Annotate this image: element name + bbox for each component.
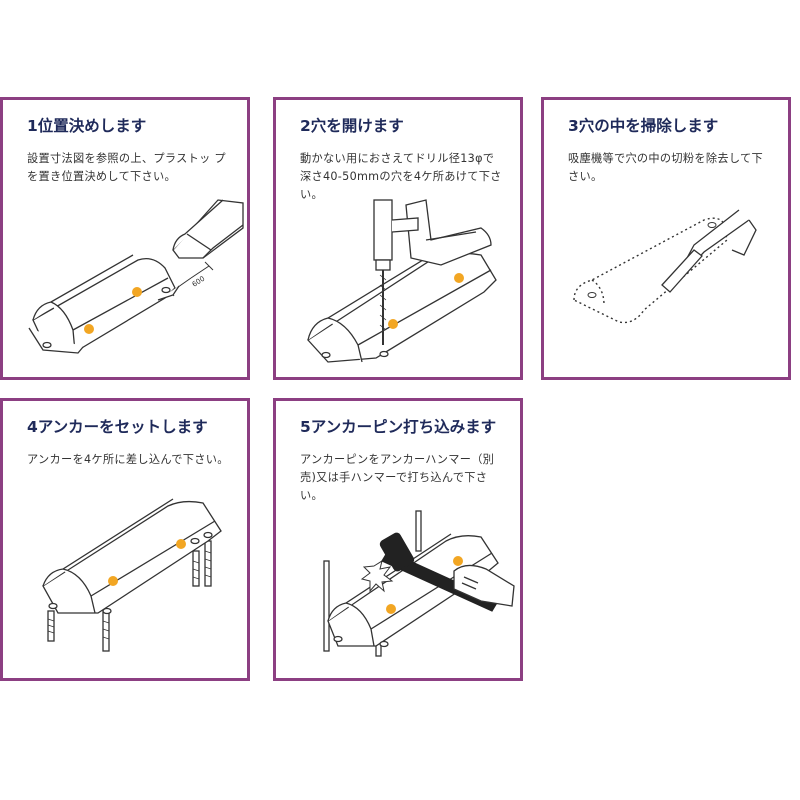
step-3-panel: 3穴の中を掃除します 吸塵機等で穴の中の切粉を除去して下さい。 [541,97,791,380]
vacuum-nozzle [661,209,757,293]
step-4-description: アンカーを4ケ所に差し込んで下さい。 [27,453,229,466]
drill [373,199,419,345]
step-5-panel: 5アンカーピン打ち込みます アンカーピンをアンカーハンマー（別売)又は手ハンマー… [273,398,523,681]
step-3-title: 3穴の中を掃除します [568,117,719,135]
hole-marker [453,556,463,566]
impact-burst [360,559,394,593]
hole-marker [388,319,398,329]
step-5-title: 5アンカーピン打ち込みます [300,418,497,436]
step-4-title: 4アンカーをセットします [27,418,208,436]
step-5-illustration [323,510,515,657]
step-3-illustration [573,209,757,324]
step-1-title: 1位置決めします [27,117,147,135]
step-1-panel: 1位置決めします 設置寸法図を参照の上、プラストッ プを置き位置決めして下さい。… [0,97,250,380]
step-4-illustration [42,498,222,652]
far-stopper [172,199,244,259]
foot [405,199,492,266]
step-2-description: 動かない用におさえてドリル径13φで深さ40-50mmの穴を4ケ所あけて下さい。 [300,152,502,201]
step-1-description: 設置寸法図を参照の上、プラストッ プを置き位置決めして下さい。 [27,152,226,183]
step-3-description: 吸塵機等で穴の中の切粉を除去して下さい。 [568,152,763,183]
hand [453,564,515,607]
hole [707,222,717,228]
stopper-footprint [573,217,728,324]
step-1-illustration: 600 [28,199,244,354]
main-stopper [28,254,180,354]
step-4-panel: 4アンカーをセットします アンカーを4ケ所に差し込んで下さい。 [0,398,250,681]
step-2-illustration [307,199,497,363]
hole-marker [386,604,396,614]
step-5-description: アンカーピンをアンカーハンマー（別売)又は手ハンマーで打ち込んで下さい。 [300,453,495,502]
hole-marker [454,273,464,283]
step-2-panel: 2穴を開けます 動かない用におさえてドリル径13φで深さ40-50mmの穴を4ケ… [273,97,523,380]
step-2-title: 2穴を開けます [300,117,404,135]
hole-marker [108,576,118,586]
main-stopper [42,498,222,615]
hole [587,292,597,298]
hole-marker [84,324,94,334]
main-stopper [307,251,497,363]
hole-marker [132,287,142,297]
hole-marker [176,539,186,549]
